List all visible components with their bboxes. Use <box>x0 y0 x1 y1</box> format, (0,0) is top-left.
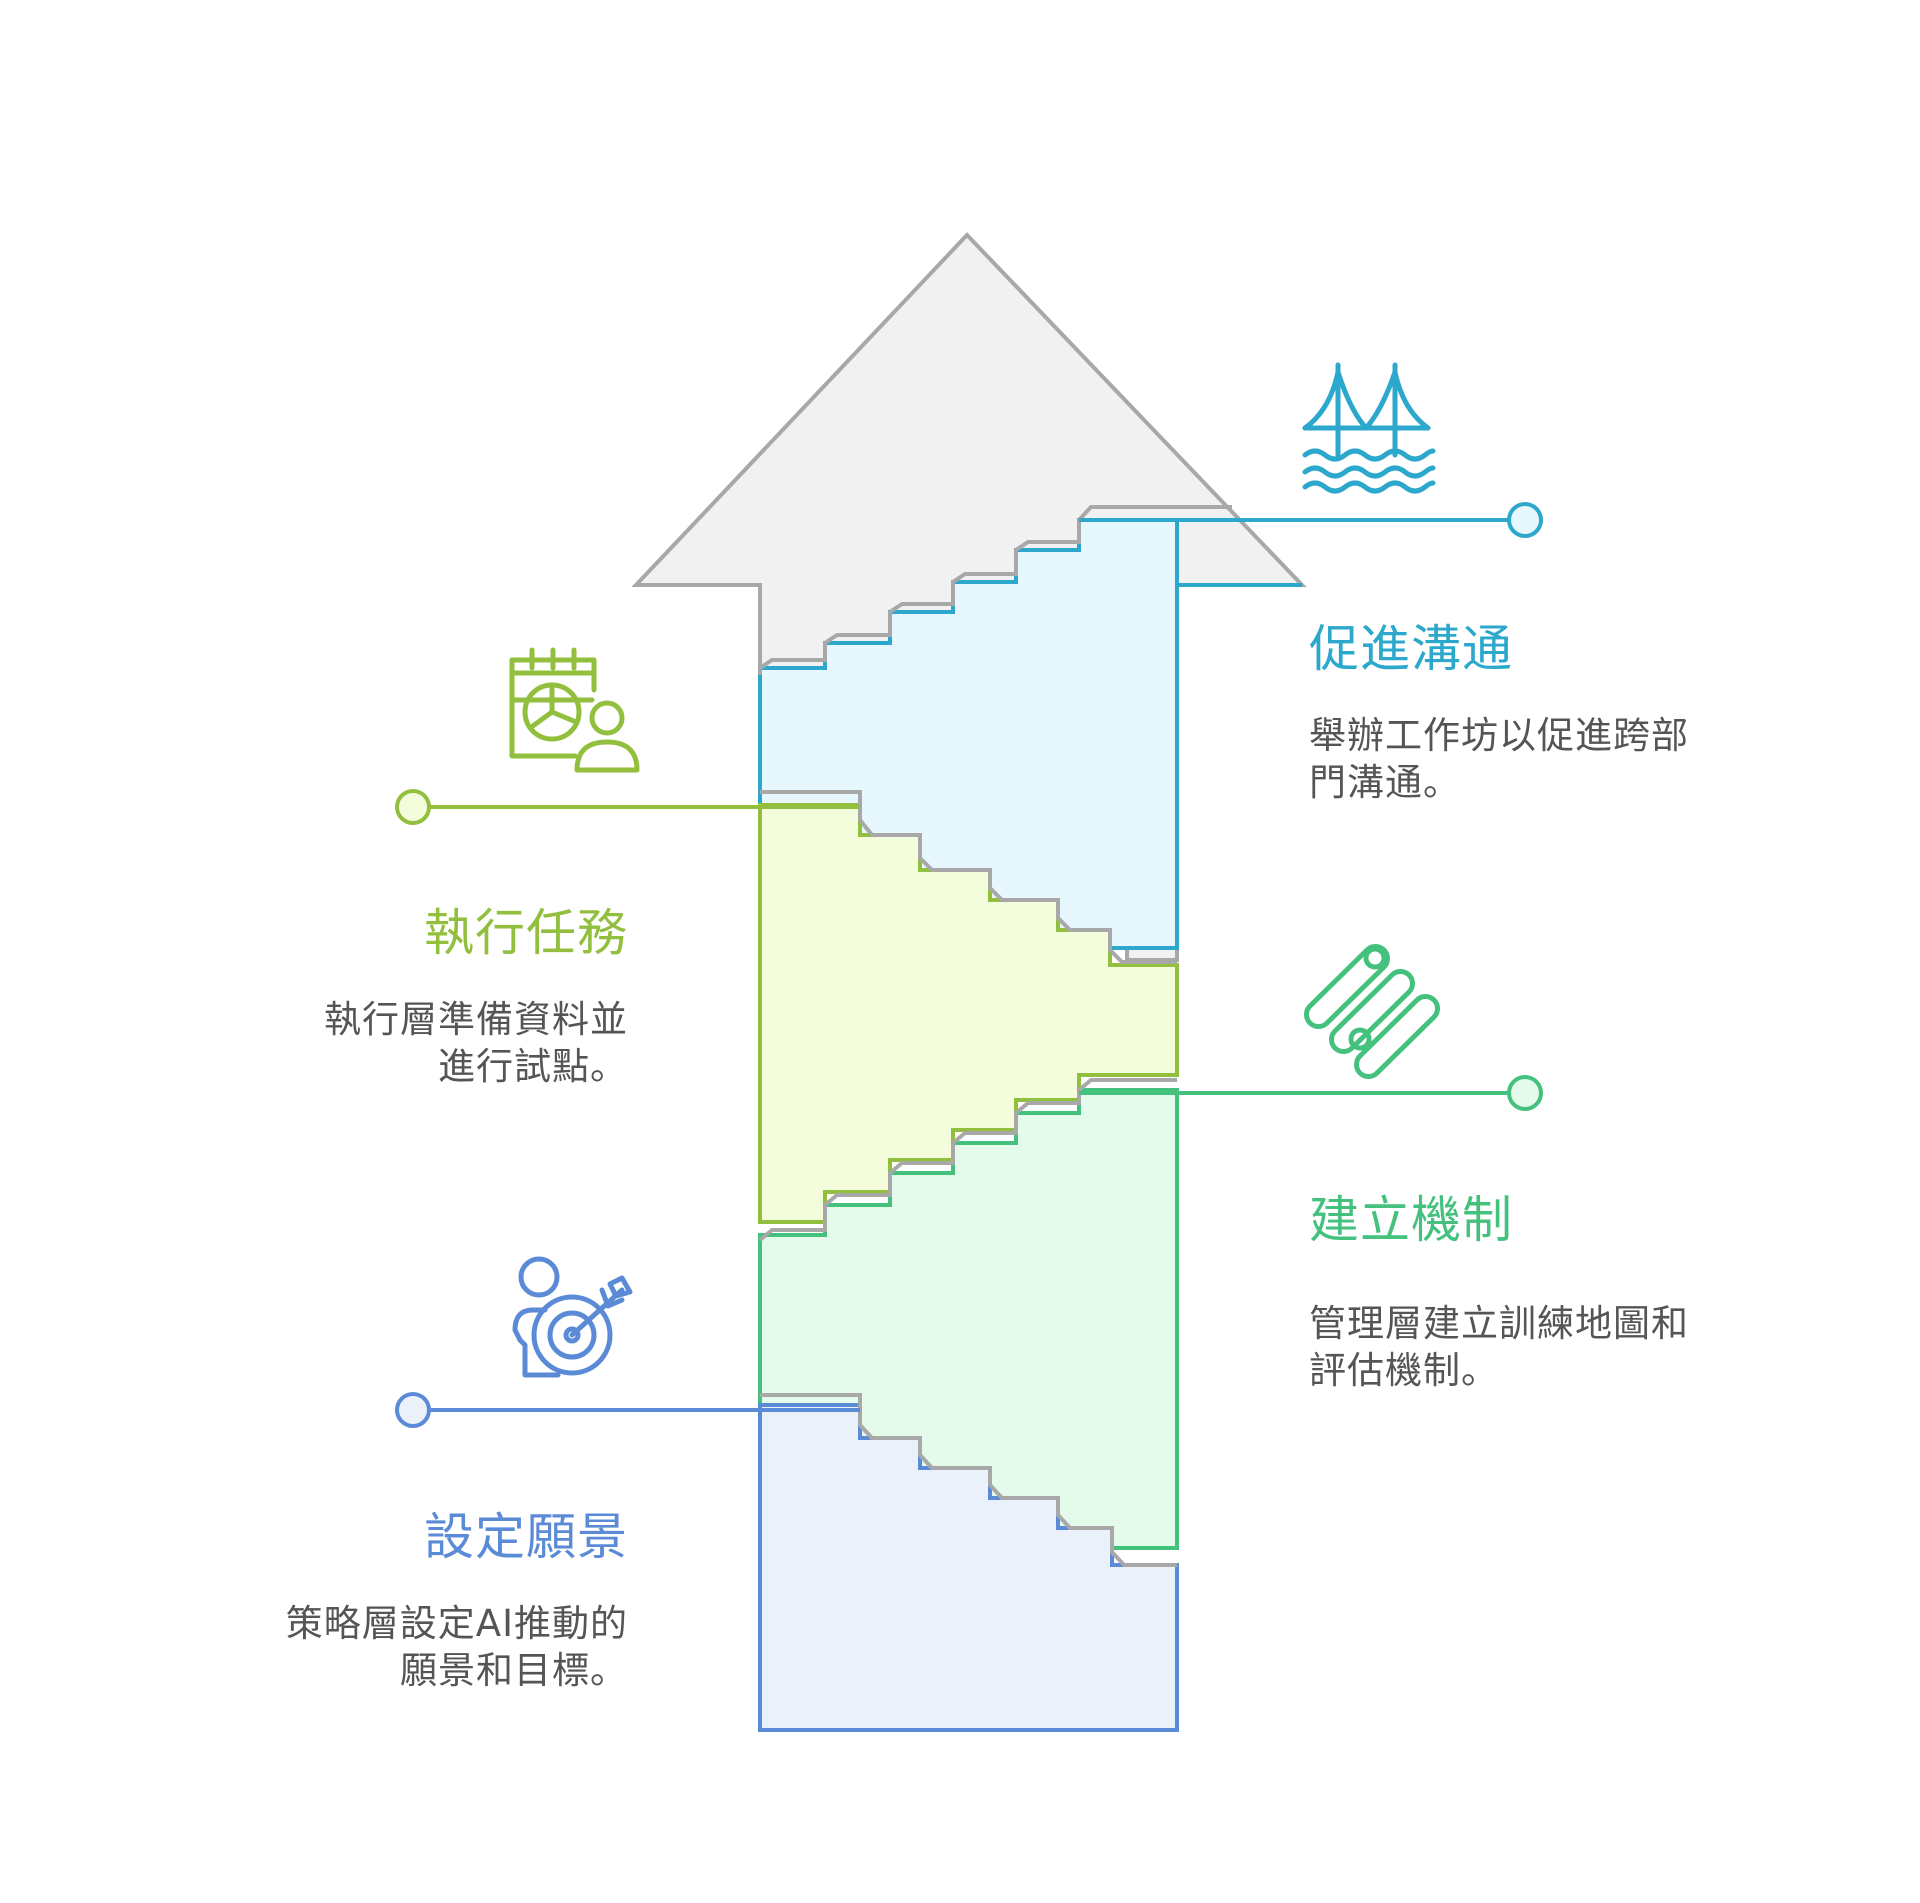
connector-communicate <box>1079 502 1543 538</box>
desc-execute: 執行層準備資料並 進行試點。 <box>324 996 628 1091</box>
title-vision: 設定願景 <box>424 1508 628 1566</box>
desc-communicate-line-1: 舉辦工作坊以促進跨部 <box>1309 714 1689 757</box>
title-execute: 執行任務 <box>424 904 628 962</box>
desc-vision-line-2: 願景和目標。 <box>400 1649 628 1693</box>
calendar-chart-person-icon <box>509 647 640 773</box>
connector-execute <box>395 789 860 825</box>
linked-rods-icon <box>1304 944 1440 1079</box>
desc-communicate-line-2: 門溝通。 <box>1309 761 1461 805</box>
desc-vision-line-1: 策略層設定AI推動的 <box>285 1602 628 1645</box>
title-communicate: 促進溝通 <box>1309 620 1513 678</box>
desc-mechanism-line-2: 評估機制。 <box>1309 1349 1499 1393</box>
desc-execute-line-1: 執行層準備資料並 <box>324 998 628 1041</box>
bridge-icon <box>1302 362 1436 494</box>
stair-edge-mid-top <box>760 790 1177 964</box>
stair-edge-mid-bottom <box>758 1078 1177 1242</box>
title-mechanism: 建立機制 <box>1309 1191 1513 1249</box>
stair-edge-bottom <box>760 1393 1177 1567</box>
connector-mechanism <box>1079 1075 1543 1111</box>
desc-communicate: 舉辦工作坊以促進跨部 門溝通。 <box>1309 712 1689 807</box>
stair-edge-top <box>758 505 1232 675</box>
connector-vision <box>395 1392 860 1428</box>
desc-mechanism: 管理層建立訓練地圖和 評估機制。 <box>1309 1300 1689 1395</box>
person-target-icon <box>512 1256 633 1378</box>
desc-vision: 策略層設定AI推動的 願景和目標。 <box>286 1600 628 1695</box>
desc-execute-line-2: 進行試點。 <box>438 1045 628 1089</box>
desc-mechanism-line-1: 管理層建立訓練地圖和 <box>1309 1302 1689 1345</box>
